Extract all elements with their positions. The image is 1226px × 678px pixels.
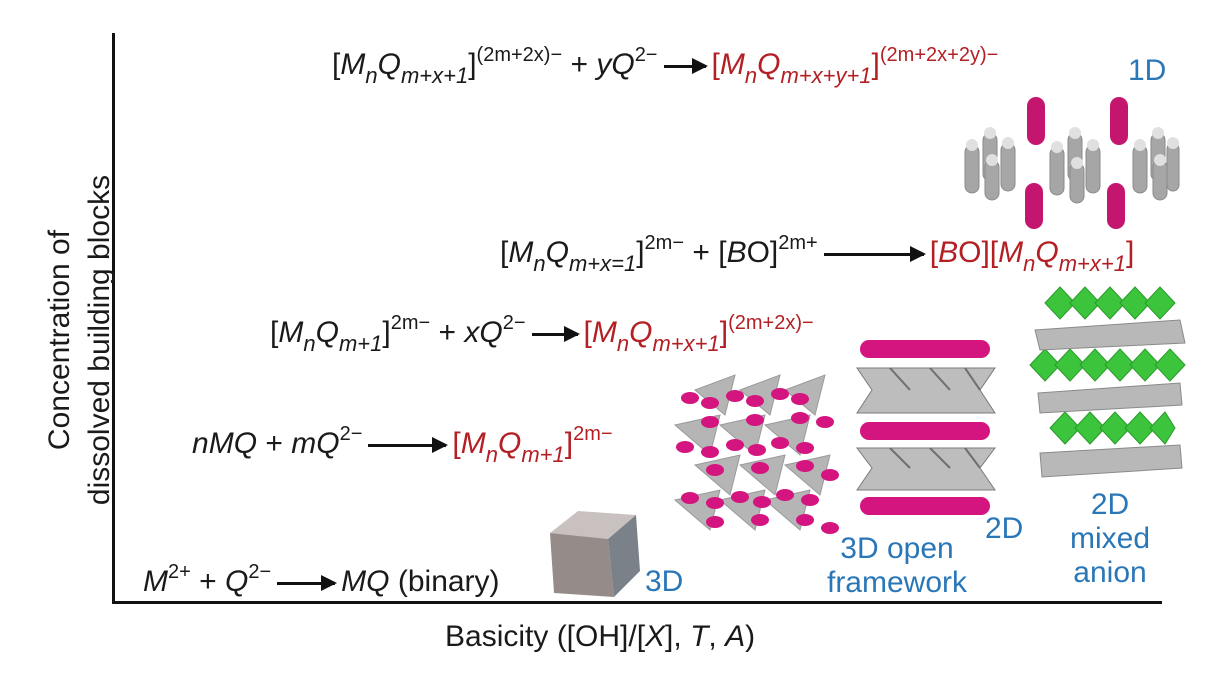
reaction-chain: [MnQm+x+1](2m+2x)− + yQ2−[MnQm+x+y+1](2m… [332, 44, 999, 88]
label-1d: 1D [1128, 54, 1167, 87]
reaction-open-framework: nMQ + mQ2−[MnQm+1]2m− [192, 423, 613, 467]
product-layered: [MnQm+x+1](2m+2x)− [583, 312, 814, 356]
product-open-framework: [MnQm+1]2m− [452, 423, 613, 467]
mixed-anion-structure-icon [1029, 286, 1186, 478]
open-framework-structure-icon [673, 374, 839, 534]
arrow-icon [663, 57, 708, 74]
reaction-mixed-anion: [MnQm+x=1]2m− + [BO]2m+[BO][MnQm+x+1] [500, 232, 1135, 276]
y-axis-label: Concentration of dissolved building bloc… [40, 60, 120, 620]
x-axis [112, 601, 1162, 604]
arrow-icon [823, 245, 926, 262]
label-3d: 3D [645, 565, 684, 598]
reaction-binary: M2+ + Q2−MQ (binary) [143, 561, 500, 598]
arrow-icon [531, 325, 580, 342]
chain-structure-icon [964, 97, 1180, 229]
arrow-icon [368, 436, 449, 453]
y-axis-label-line2: dissolved building blocks [83, 174, 116, 506]
y-axis [112, 33, 115, 603]
reaction-layered: [MnQm+1]2m− + xQ2−[MnQm+x+1](2m+2x)− [270, 312, 814, 356]
arrow-icon [277, 574, 338, 591]
cube-structure-icon [550, 511, 640, 597]
x-axis-label: Basicity ([OH]/[X], T, A) [445, 620, 756, 653]
product-mixed-anion: [BO][MnQm+x+1] [929, 236, 1135, 276]
y-axis-label-line1: Concentration of [43, 229, 76, 451]
product-chain: [MnQm+x+y+1](2m+2x+2y)− [711, 44, 999, 88]
label-2d: 2D [985, 512, 1024, 545]
layered-structure-icon [856, 340, 996, 515]
